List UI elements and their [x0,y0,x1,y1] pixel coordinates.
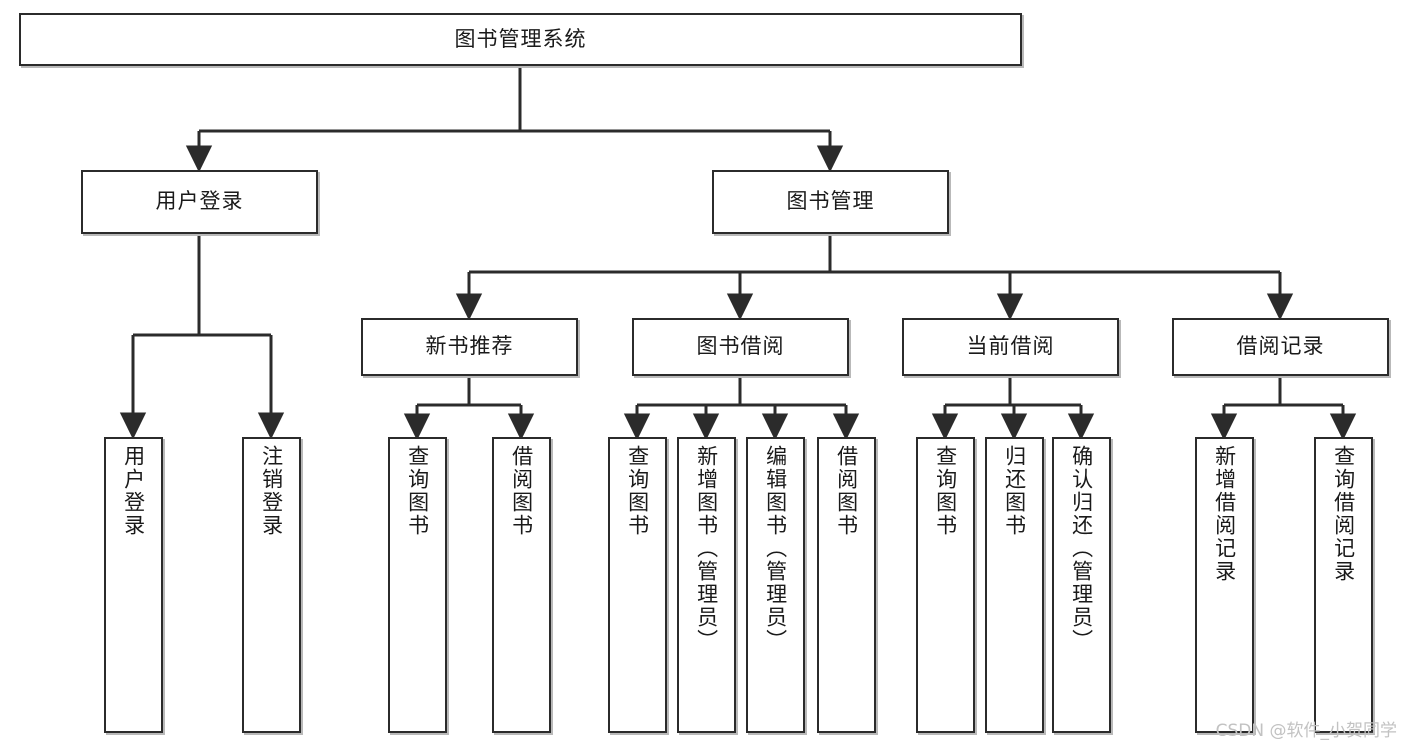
leaf-borrow-query-book[interactable]: 查询图书 [608,437,667,733]
leaf-current-query-book[interactable]: 查询图书 [916,437,975,733]
leaf-new-book-query[interactable]: 查询图书 [388,437,447,733]
node-current-borrow[interactable]: 当前借阅 [902,318,1119,376]
node-label: 新增借阅记录 [1212,445,1237,583]
node-label: 查询图书 [625,445,650,537]
leaf-new-book-borrow[interactable]: 借阅图书 [492,437,551,733]
node-label: 确认归还（管理员） [1069,445,1094,652]
node-label: 新增图书（管理员） [694,445,719,652]
node-label: 当前借阅 [966,334,1055,359]
node-label: 图书管理系统 [454,26,587,51]
node-book-borrow[interactable]: 图书借阅 [632,318,849,376]
leaf-user-login-logout[interactable]: 注销登录 [242,437,301,733]
node-label: 查询图书 [933,445,958,537]
node-new-book-recommend[interactable]: 新书推荐 [361,318,578,376]
node-label: 借阅图书 [834,445,859,537]
node-label: 图书借阅 [696,334,785,359]
node-root-system[interactable]: 图书管理系统 [19,13,1022,66]
leaf-user-login-login[interactable]: 用户登录 [104,437,163,733]
node-label: 用户登录 [121,445,146,537]
node-borrow-record[interactable]: 借阅记录 [1172,318,1389,376]
node-label: 图书管理 [786,189,875,214]
leaf-record-query-record[interactable]: 查询借阅记录 [1314,437,1373,733]
node-label: 用户登录 [155,189,244,214]
leaf-record-add-record[interactable]: 新增借阅记录 [1195,437,1254,733]
node-label: 借阅图书 [509,445,534,537]
node-label: 查询图书 [405,445,430,537]
node-label: 借阅记录 [1236,334,1325,359]
node-label: 编辑图书（管理员） [763,445,788,652]
node-book-management[interactable]: 图书管理 [712,170,949,234]
leaf-current-confirm-return[interactable]: 确认归还（管理员） [1052,437,1111,733]
node-label: 归还图书 [1002,445,1027,537]
node-label: 新书推荐 [425,334,514,359]
node-user-login[interactable]: 用户登录 [81,170,318,234]
node-label: 查询借阅记录 [1331,445,1356,583]
leaf-borrow-edit-book[interactable]: 编辑图书（管理员） [746,437,805,733]
leaf-current-return-book[interactable]: 归还图书 [985,437,1044,733]
leaf-borrow-borrow-book[interactable]: 借阅图书 [817,437,876,733]
leaf-borrow-add-book[interactable]: 新增图书（管理员） [677,437,736,733]
node-label: 注销登录 [259,445,284,537]
